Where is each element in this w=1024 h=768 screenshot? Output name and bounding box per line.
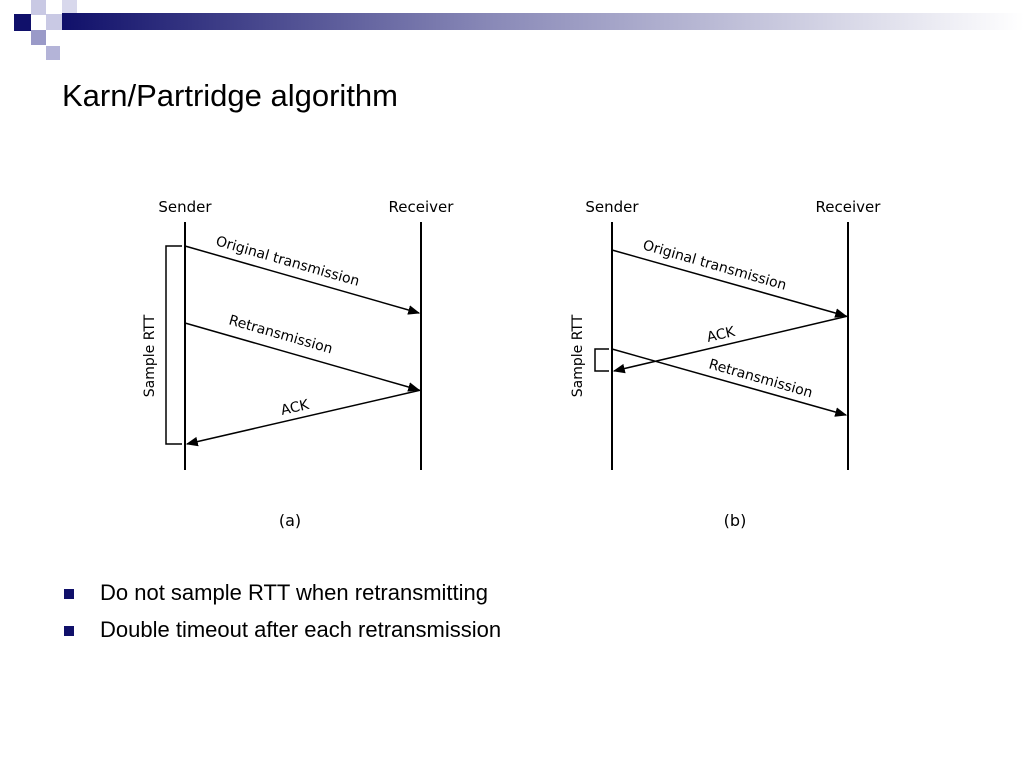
panel-b-rtt-bracket (594, 348, 609, 372)
logo-square-light (46, 14, 62, 30)
bullet-item: Double timeout after each retransmission (62, 615, 501, 652)
panel-a-receiver-label: Receiver (389, 198, 455, 216)
bullet-text: Double timeout after each retransmission (100, 617, 502, 642)
square-bullet-icon (64, 589, 74, 599)
panel-b-original-arrow (611, 249, 848, 318)
header-band (14, 0, 1024, 60)
panel-a-ack-label: ACK (279, 397, 311, 419)
panel-b-ack-arrow (612, 315, 849, 374)
panel-a-rtt-label: Sample RTT (142, 314, 158, 397)
panel-a-original-arrow (184, 245, 421, 315)
panel-a-caption: (a) (279, 511, 301, 530)
panel-b: Sender Receiver Original transmission AC… (570, 198, 881, 530)
panel-a-original-label: Original transmission (214, 233, 361, 289)
logo-square-mid (31, 30, 46, 45)
panel-b-ack-label: ACK (705, 324, 737, 346)
logo-square-light (62, 0, 77, 13)
panel-b-retransmission-arrow (611, 348, 848, 417)
panel-b-caption: (b) (724, 511, 747, 530)
panel-b-retransmission-label: Retransmission (707, 356, 814, 401)
panel-a: Sender Receiver Original transmission Re… (142, 198, 454, 530)
slide-title: Karn/Partridge algorithm (62, 78, 398, 113)
header-gradient-bar (62, 13, 1024, 30)
panel-a-sender-label: Sender (158, 198, 212, 216)
panel-b-receiver-label: Receiver (816, 198, 882, 216)
logo-square-dark (14, 14, 31, 31)
panel-b-original-label: Original transmission (641, 237, 788, 293)
square-bullet-icon (64, 626, 74, 636)
bullet-list: Do not sample RTT when retransmitting Do… (62, 578, 501, 652)
rtt-diagram: Sender Receiver Original transmission Re… (142, 198, 881, 530)
bullet-item: Do not sample RTT when retransmitting (62, 578, 501, 615)
logo-square-light (31, 0, 46, 15)
panel-a-rtt-bracket (165, 245, 182, 445)
panel-b-sender-label: Sender (585, 198, 639, 216)
panel-a-ack-arrow (185, 389, 422, 447)
bullet-text: Do not sample RTT when retransmitting (100, 580, 489, 605)
logo-square-mid (46, 46, 60, 60)
panel-a-retransmission-arrow (184, 322, 421, 392)
panel-b-rtt-label: Sample RTT (570, 314, 586, 397)
